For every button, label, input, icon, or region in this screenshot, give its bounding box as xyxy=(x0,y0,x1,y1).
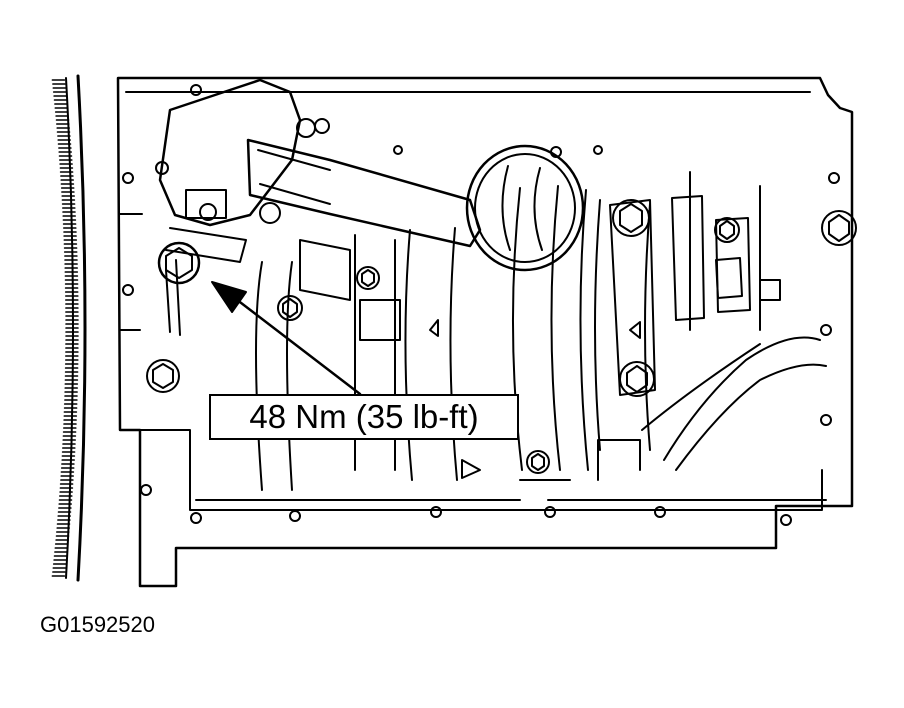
crankshaft-journals xyxy=(255,171,827,491)
flywheel-ring-gear xyxy=(51,74,87,582)
figure-id: G01592520 xyxy=(40,612,155,637)
torque-spec-label: 48 Nm (35 lb-ft) xyxy=(209,394,519,440)
mounting-bolts xyxy=(146,199,857,474)
pickup-bolt xyxy=(157,241,201,285)
bolt-holes xyxy=(122,84,840,526)
connecting-rods xyxy=(299,195,781,396)
engine-block-outline xyxy=(116,76,854,588)
oil-pump-pickup xyxy=(155,78,585,336)
callout-arrow xyxy=(211,281,362,396)
